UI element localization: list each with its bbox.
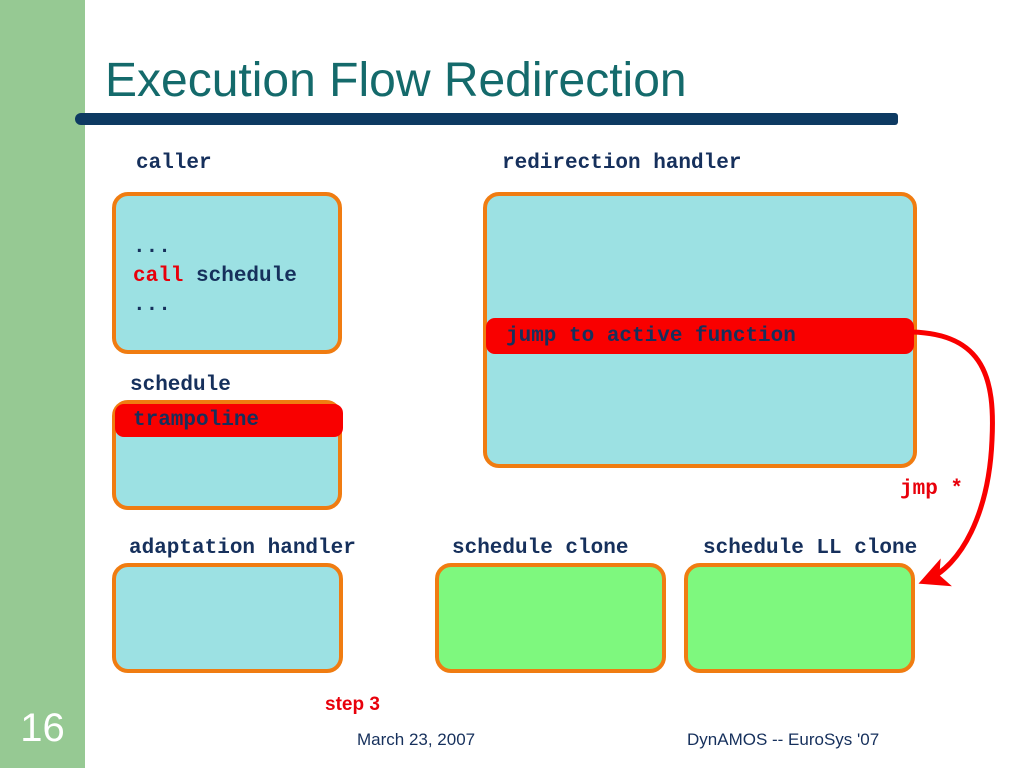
caller-caption: caller <box>136 152 212 175</box>
caller-code-line-1: ... <box>133 236 171 259</box>
slide-sidebar-band <box>0 0 85 768</box>
jmp-arrow-path <box>909 329 995 587</box>
trampoline-highlight-band[interactable]: trampoline <box>115 404 343 437</box>
caller-code-keyword: call <box>133 265 184 288</box>
caller-box[interactable] <box>112 192 342 354</box>
step-label: step 3 <box>325 694 380 715</box>
footer-conference: DynAMOS -- EuroSys '07 <box>687 730 880 749</box>
trampoline-label: trampoline <box>133 409 260 432</box>
caller-code-operand: schedule <box>183 265 297 288</box>
title-underline-rule <box>75 113 898 125</box>
schedule-ll-clone-box[interactable] <box>684 563 915 673</box>
adaptation-handler-caption: adaptation handler <box>129 537 356 560</box>
jump-to-active-function-label: jump to active function <box>506 324 796 348</box>
caller-code-line-3: ... <box>133 294 171 317</box>
jmp-star-label: jmp * <box>900 478 964 501</box>
slide-number: 16 <box>20 706 65 750</box>
redirection-handler-caption: redirection handler <box>502 152 742 175</box>
schedule-ll-clone-caption: schedule LL clone <box>703 537 918 560</box>
schedule-clone-caption: schedule clone <box>452 537 629 560</box>
schedule-caption: schedule <box>130 374 231 397</box>
caller-code-line-2: call schedule <box>133 262 297 291</box>
footer-date: March 23, 2007 <box>357 730 476 749</box>
jump-to-active-function-band[interactable]: jump to active function <box>486 318 914 354</box>
adaptation-handler-box[interactable] <box>112 563 343 673</box>
schedule-clone-box[interactable] <box>435 563 666 673</box>
page-title: Execution Flow Redirection <box>105 54 687 107</box>
